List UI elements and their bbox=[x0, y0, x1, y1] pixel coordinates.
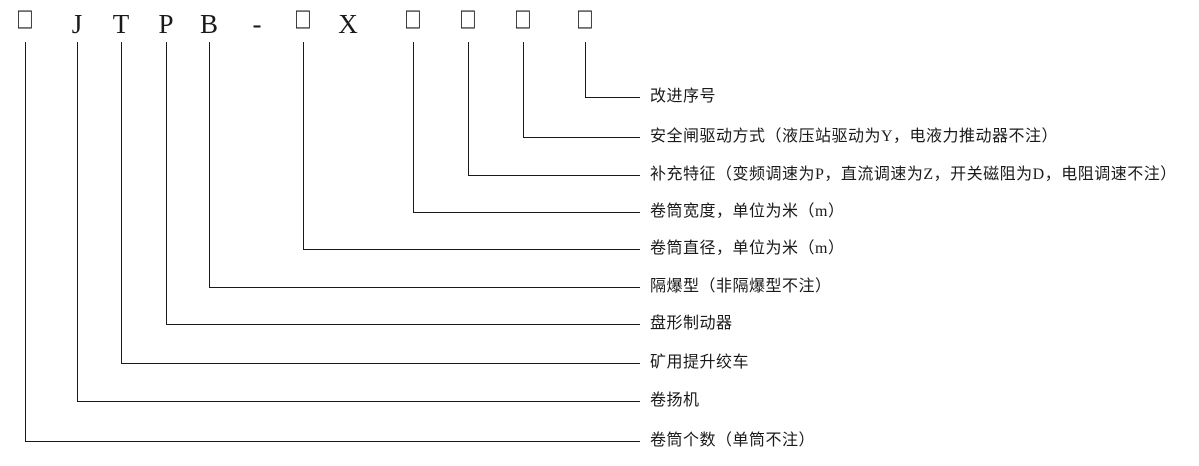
leader-hline bbox=[121, 363, 640, 364]
leader-hline bbox=[523, 137, 640, 138]
leader-hline bbox=[413, 212, 640, 213]
leader-label-disc-brake: 盘形制动器 bbox=[650, 315, 733, 332]
leader-hline bbox=[468, 175, 640, 176]
code-char-J: J bbox=[71, 9, 83, 39]
code-char-dash: - bbox=[252, 9, 262, 39]
leader-vline bbox=[413, 42, 414, 212]
code-char-brake-drive-box: □ bbox=[516, 2, 530, 36]
leader-label-improvement: 改进序号 bbox=[650, 88, 717, 105]
leader-hline bbox=[303, 249, 640, 250]
leader-vline bbox=[303, 42, 304, 249]
code-char-improvement-box: □ bbox=[578, 2, 592, 36]
leader-vline bbox=[121, 42, 122, 363]
leader-hline bbox=[585, 97, 640, 98]
leader-label-drum-diameter: 卷筒直径，单位为米（m） bbox=[650, 240, 845, 257]
leader-hline bbox=[77, 401, 640, 402]
leader-vline bbox=[523, 42, 524, 137]
leader-vline bbox=[468, 42, 469, 175]
leader-hline bbox=[166, 324, 640, 325]
leader-vline bbox=[77, 42, 78, 401]
leader-vline bbox=[585, 42, 586, 97]
leader-label-brake-drive: 安全闸驱动方式（液压站驱动为Y，电液力推动器不注） bbox=[650, 128, 1059, 145]
code-char-width-box: □ bbox=[406, 2, 420, 36]
leader-hline bbox=[209, 287, 640, 288]
code-char-P: P bbox=[158, 9, 174, 39]
code-char-drum-count-box: □ bbox=[18, 2, 32, 36]
leader-label-drum-width: 卷筒宽度，单位为米（m） bbox=[650, 203, 845, 220]
leader-label-explosion-proof: 隔爆型（非隔爆型不注） bbox=[650, 278, 832, 295]
leader-label-winch: 卷扬机 bbox=[650, 392, 700, 409]
code-char-T: T bbox=[112, 9, 130, 39]
code-char-B: B bbox=[199, 9, 219, 39]
leader-label-mine-hoist: 矿用提升绞车 bbox=[650, 354, 750, 371]
leader-label-drum-count: 卷筒个数（单筒不注） bbox=[650, 432, 816, 449]
leader-vline bbox=[209, 42, 210, 287]
leader-hline bbox=[25, 441, 640, 442]
code-char-diameter-box: □ bbox=[296, 2, 310, 36]
leader-label-supplement: 补充特征（变频调速为P，直流调速为Z，开关磁阻为D，电阻调速不注） bbox=[650, 166, 1177, 183]
code-char-supplement-box: □ bbox=[461, 2, 475, 36]
code-char-x-separator: X bbox=[338, 9, 358, 39]
leader-vline bbox=[25, 42, 26, 441]
leader-vline bbox=[166, 42, 167, 324]
